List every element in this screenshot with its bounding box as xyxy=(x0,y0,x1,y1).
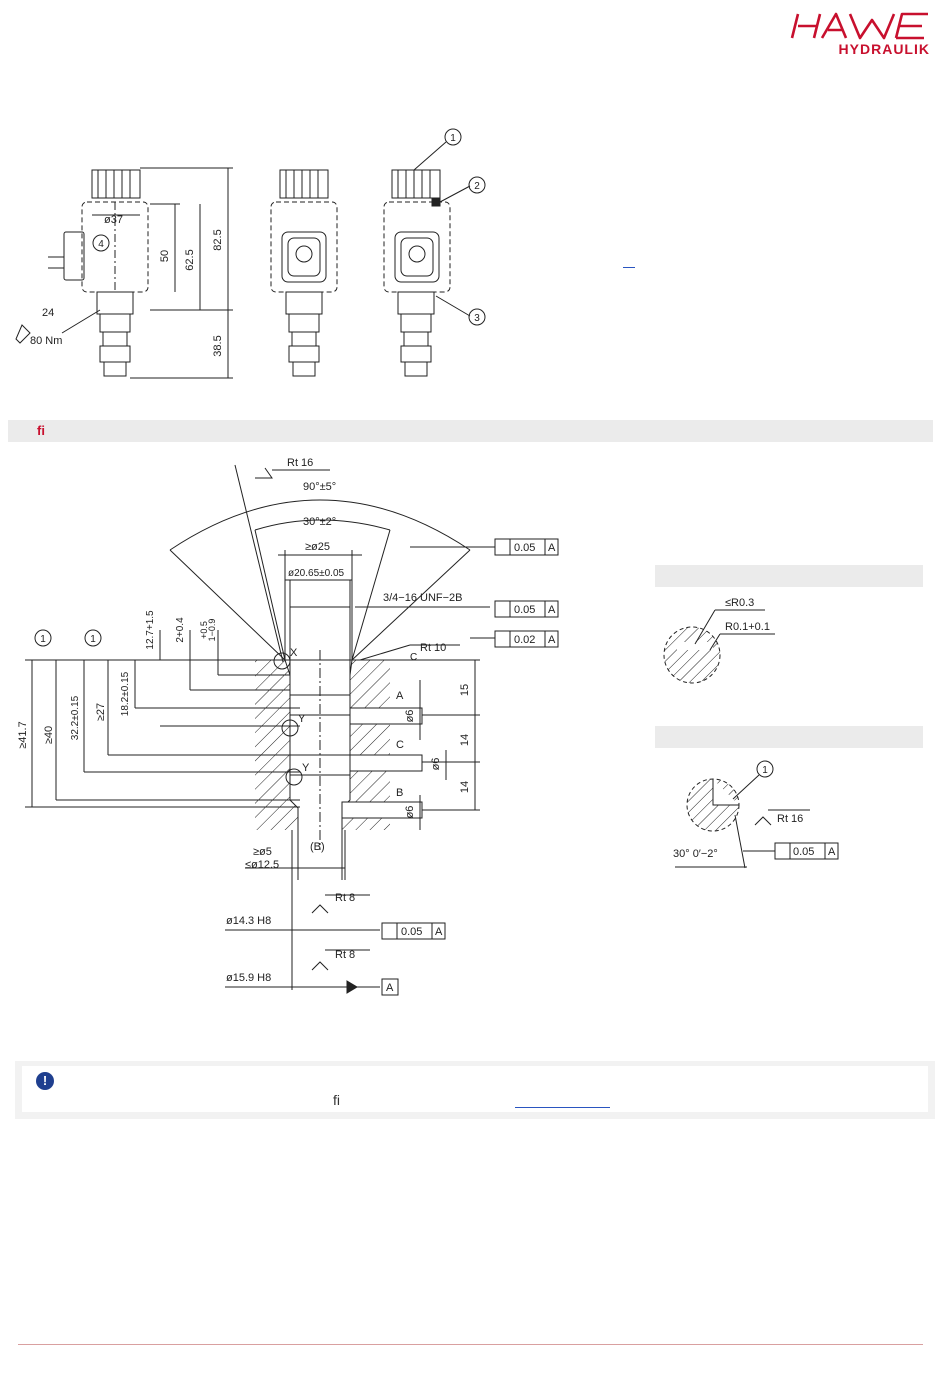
tol-2: 0.05 xyxy=(514,604,535,616)
detail-1-r0-1: R0.1+0.1 xyxy=(725,621,770,633)
label-x: X xyxy=(290,647,298,659)
section-header-bar xyxy=(8,420,933,442)
logo-subtitle: HYDRAULIK xyxy=(839,41,930,57)
detail-2-drawing: 1 Rt 16 30° 0′−2° 0.05 A xyxy=(673,760,839,869)
port-c-top: C xyxy=(410,652,417,663)
tol-1: 0.05 xyxy=(514,542,535,554)
tol-4: 0.05 xyxy=(401,926,422,938)
notice-link[interactable] xyxy=(515,1107,610,1108)
dim-32-2: 32.2±0.15 xyxy=(70,695,81,740)
dim-diameter-37: ø37 xyxy=(104,214,123,226)
dim-62-5: 62.5 xyxy=(184,249,196,270)
port-b-bottom: (B) xyxy=(310,841,325,853)
notice-text: fi xyxy=(333,1092,340,1108)
hawe-logo: HYDRAULIK xyxy=(788,8,934,58)
dim-2: 2+0.4 xyxy=(175,617,186,643)
cavity-dimension-drawing: Rt 16 90°±5° 30°±2° ≥ø25 ø20.65±0.05 3/4… xyxy=(17,457,559,996)
dim-d6-b: ø6 xyxy=(430,758,442,771)
detail-2-callout: 1 xyxy=(762,765,768,776)
dim-d12-5: ≤ø12.5 xyxy=(245,859,279,871)
tol-4-datum: A xyxy=(435,926,443,938)
dim-14-a: 14 xyxy=(459,734,471,746)
tol-3-datum: A xyxy=(548,634,556,646)
roughness-rt16: Rt 16 xyxy=(287,457,313,469)
callout-4: 4 xyxy=(98,239,104,250)
dim-d20-65: ø20.65±0.05 xyxy=(288,568,345,579)
port-b: B xyxy=(396,787,403,799)
roughness-rt8-b: Rt 8 xyxy=(335,949,355,961)
roughness-rt8-a: Rt 8 xyxy=(335,892,355,904)
dim-1-upper: +0.5 xyxy=(199,621,209,639)
callout-1: 1 xyxy=(450,133,456,144)
port-a: A xyxy=(396,690,404,702)
label-y-2: Y xyxy=(302,762,310,774)
detail-2-angle: 30° 0′−2° xyxy=(673,848,718,860)
section-header-mark: fi xyxy=(37,423,45,438)
reference-link[interactable] xyxy=(623,267,635,268)
detail-1-r0-3: ≤R0.3 xyxy=(725,597,754,609)
dim-14-b: 14 xyxy=(459,781,471,793)
callout-3: 3 xyxy=(474,313,480,324)
callout-left-2: 1 xyxy=(90,634,96,645)
tol-3: 0.02 xyxy=(514,634,535,646)
tol-2-datum: A xyxy=(548,604,556,616)
dim-50: 50 xyxy=(159,250,171,262)
dim-40: ≥40 xyxy=(43,726,55,744)
dim-15: 15 xyxy=(459,684,471,696)
dim-12-7: 12.7+1.5 xyxy=(145,610,156,650)
label-y-1: Y xyxy=(298,713,306,725)
dim-27: ≥27 xyxy=(95,703,107,721)
dim-41-7: ≥41.7 xyxy=(17,721,29,748)
wrench-torque: 80 Nm xyxy=(30,335,62,347)
detail-2-rt16: Rt 16 xyxy=(777,813,803,825)
callout-2: 2 xyxy=(474,181,480,192)
dim-d5: ≥ø5 xyxy=(253,846,272,858)
roughness-rt10: Rt 10 xyxy=(420,642,446,654)
port-c: C xyxy=(396,739,404,751)
dim-82-5: 82.5 xyxy=(212,229,224,250)
wrench-size: 24 xyxy=(42,307,54,319)
exclamation-icon: ! xyxy=(36,1072,54,1090)
dim-d14-3: ø14.3 H8 xyxy=(226,915,271,927)
detail-2-header-bar xyxy=(655,726,923,748)
footer-divider xyxy=(18,1344,923,1345)
angle-90: 90°±5° xyxy=(303,481,336,493)
notice-box-inner xyxy=(22,1066,928,1112)
detail-1-header-bar xyxy=(655,565,923,587)
dim-18-2: 18.2±0.15 xyxy=(120,671,131,716)
thread-spec: 3/4−16 UNF−2B xyxy=(383,592,463,604)
tol-1-datum: A xyxy=(548,542,556,554)
valve-dimension-drawing: ø37 50 62.5 82.5 38.5 24 80 Nm 1 2 3 4 xyxy=(15,128,486,379)
dim-1: 1−0.9 xyxy=(207,619,217,642)
callout-left-1: 1 xyxy=(40,634,46,645)
datum-a: A xyxy=(386,982,394,994)
angle-30: 30°±2° xyxy=(303,516,336,528)
dim-d6-a: ø6 xyxy=(404,710,416,723)
dim-d25: ≥ø25 xyxy=(305,541,330,553)
detail-2-datum: A xyxy=(828,846,836,858)
detail-2-tol: 0.05 xyxy=(793,846,814,858)
dim-d15-9: ø15.9 H8 xyxy=(226,972,271,984)
dim-d6-c: ø6 xyxy=(404,806,416,819)
detail-1-drawing: ≤R0.3 R0.1+0.1 xyxy=(663,597,775,684)
dim-38-5: 38.5 xyxy=(212,335,224,356)
